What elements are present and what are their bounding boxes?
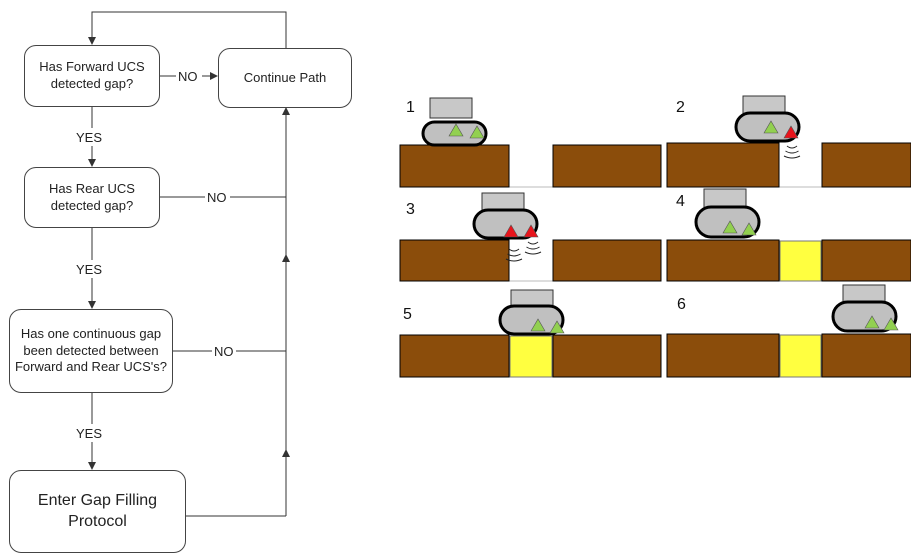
panel-5-ground-block-1 <box>399 334 510 378</box>
panel-1 <box>399 97 662 188</box>
wave-arc <box>524 251 542 255</box>
panel-2 <box>666 95 911 188</box>
q3-no-label: NO <box>214 344 234 359</box>
wave-arc <box>526 246 540 250</box>
panel-4-sensor-1 <box>722 220 738 234</box>
panels-layer <box>399 95 911 378</box>
panel-3-robot-body <box>472 208 539 240</box>
panel-5 <box>399 289 662 378</box>
q2-yes-label: YES <box>76 262 103 277</box>
panel-5-robot-body <box>498 304 565 336</box>
panel-1-robot-top <box>429 97 473 119</box>
panel-6-ground-block-2 <box>821 333 911 378</box>
panel-6-sensor-2 <box>883 317 899 331</box>
wave-arc <box>508 248 520 252</box>
q1-forward-ucs-box: Has Forward UCS detected gap? <box>24 45 160 107</box>
panel-5-sensor-2 <box>549 320 565 334</box>
q1-no-label: NO <box>178 69 198 84</box>
wave-arc <box>507 253 521 257</box>
gap-filling-protocol-box: Enter Gap Filling Protocol <box>9 470 186 553</box>
panel-4-ground-block-1 <box>666 239 780 282</box>
panel-3-number: 3 <box>406 201 415 218</box>
panel-4-sensor-2 <box>741 222 757 236</box>
q2-no-label: NO <box>207 190 227 205</box>
panel-3-ground-block-2 <box>552 239 662 282</box>
panel-2-ground-block-1 <box>666 142 780 188</box>
continue-path-box: Continue Path <box>218 48 352 108</box>
panel-6 <box>666 284 911 378</box>
panel-4 <box>666 188 911 282</box>
wave-arc <box>505 258 523 262</box>
wave-arc <box>786 145 798 149</box>
panel-2-number: 2 <box>676 99 685 116</box>
panel-5-sensor-1 <box>530 318 546 332</box>
wave-arc <box>785 150 799 154</box>
panel-3-ultrasonic-waves-1 <box>505 248 523 262</box>
flowchart-connectors <box>88 11 290 517</box>
panel-1-number: 1 <box>406 99 415 116</box>
panel-1-sensor-1 <box>448 123 464 137</box>
panel-4-robot-body <box>694 205 761 239</box>
panel-2-sensor-1 <box>763 120 779 134</box>
panel-3-ground-block-1 <box>399 239 510 282</box>
panel-3-ultrasonic-waves-2 <box>524 241 542 255</box>
panel-1-sensor-2 <box>469 125 485 139</box>
panel-4-gap-fill <box>779 240 822 282</box>
panel-5-number: 5 <box>403 306 412 323</box>
panel-6-gap-fill <box>779 334 822 378</box>
panel-5-gap-fill <box>509 335 553 378</box>
panel-3-sensor-1 <box>503 224 519 238</box>
panel-6-sensor-1 <box>864 315 880 329</box>
panel-2-ultrasonic-waves-1 <box>783 145 801 159</box>
panel-3-sensor-2 <box>523 224 539 238</box>
panel-1-ground-block-2 <box>552 144 662 188</box>
q3-continuous-gap-box: Has one continuous gap been detected bet… <box>9 309 173 393</box>
panel-3 <box>399 192 662 282</box>
panel-2-ground-block-2 <box>821 142 911 188</box>
loop-connector <box>88 11 287 48</box>
panel-6-ground-block-1 <box>666 333 780 378</box>
panel-1-ground-block-1 <box>399 144 510 188</box>
wave-arc <box>783 155 801 159</box>
panel-6-number: 6 <box>677 296 686 313</box>
q3-yes-label: YES <box>76 426 103 441</box>
panel-6-robot-body <box>831 300 898 333</box>
wave-arc <box>527 241 539 245</box>
panel-2-sensor-2 <box>783 125 799 139</box>
panel-4-ground-block-2 <box>821 239 911 282</box>
q2-rear-ucs-box: Has Rear UCS detected gap? <box>24 167 160 228</box>
panel-5-ground-block-2 <box>552 334 662 378</box>
panel-4-number: 4 <box>676 193 685 210</box>
q1-yes-label: YES <box>76 130 103 145</box>
